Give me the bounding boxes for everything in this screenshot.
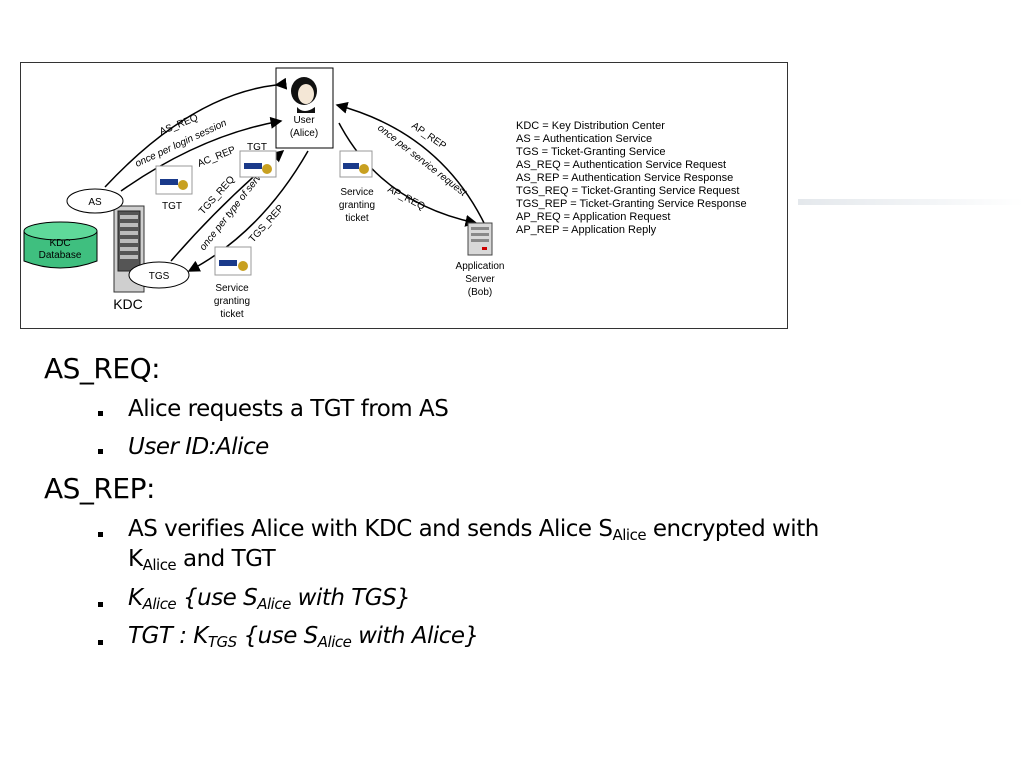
legend-item: KDC = Key Distribution Center	[516, 120, 665, 132]
kdc-database-label-2: Database	[39, 250, 82, 261]
arrow-as-req	[104, 77, 288, 188]
bullet-marker	[98, 602, 103, 607]
application-server-icon	[467, 222, 493, 256]
legend-item: AP_REQ = Application Request	[516, 211, 670, 223]
subscript: Alice	[317, 633, 352, 651]
arrow-as-rep	[120, 116, 283, 192]
legend-item: AS_REQ = Authentication Service Request	[516, 159, 726, 171]
subscript: Alice	[142, 595, 177, 613]
arrow-tgs-rep	[187, 150, 309, 272]
ticket-icon	[339, 150, 373, 178]
bullet-k-alice: KAlice {use SAlice with TGS}	[128, 585, 411, 613]
legend-item: TGS_REP = Ticket-Granting Service Respon…	[516, 198, 747, 210]
tgs-node: TGS	[128, 261, 190, 289]
app-server-label-3: (Bob)	[468, 287, 492, 298]
ticket-icon	[214, 246, 252, 276]
legend-item: AP_REP = Application Reply	[516, 224, 657, 236]
kdc-server-icon	[113, 205, 145, 293]
sgt-label-2-line2: granting	[214, 296, 250, 307]
bullet-marker	[98, 640, 103, 645]
app-server-label-1: Application	[456, 261, 505, 272]
text-segment: K	[128, 585, 143, 611]
subscript: TGS	[207, 633, 237, 651]
bullet-user-id: User ID:Alice	[128, 434, 269, 460]
decorative-divider	[798, 199, 1024, 205]
tgs-label: TGS	[149, 271, 170, 282]
user-label-line2: (Alice)	[290, 128, 318, 139]
ticket-icon	[155, 165, 193, 195]
kdc-label: KDC	[113, 296, 143, 312]
legend-item: TGS_REQ = Ticket-Granting Service Reques…	[516, 185, 739, 197]
app-server-label-2: Server	[465, 274, 495, 285]
as-node: AS	[66, 188, 124, 214]
sgt-label-1-line3: ticket	[345, 213, 369, 224]
legend-item: TGS = Ticket-Granting Service	[516, 146, 665, 158]
kerberos-diagram: User (Alice) KDC Database KDC AS	[20, 62, 788, 329]
sgt-label-1-line2: granting	[339, 200, 375, 211]
bullet-alice-requests: Alice requests a TGT from AS	[128, 396, 449, 422]
tgt-label-2: TGT	[247, 142, 267, 153]
bullet-marker	[98, 411, 103, 416]
legend-item: AS = Authentication Service	[516, 133, 652, 145]
legend-item: AS_REP = Authentication Service Response	[516, 172, 733, 184]
text-segment: with TGS}	[290, 585, 411, 611]
as-label: AS	[88, 197, 102, 208]
text-segment: TGT : K	[128, 623, 208, 649]
arrow-ap-req	[338, 122, 478, 227]
kdc-database-label-1: KDC	[49, 238, 70, 249]
text-segment: K	[128, 546, 143, 572]
ticket-icon	[239, 150, 277, 178]
subscript: Alice	[142, 556, 177, 574]
tgt-label-1: TGT	[162, 201, 182, 212]
bullet-marker	[98, 532, 103, 537]
subscript: Alice	[612, 526, 647, 544]
bullet-as-verifies: AS verifies Alice with KDC and sends Ali…	[128, 516, 819, 544]
heading-as-req: AS_REQ:	[44, 352, 161, 385]
kerberos-diagram-svg: User (Alice) KDC Database KDC AS	[23, 67, 747, 320]
sgt-label-2-line1: Service	[215, 283, 249, 294]
sgt-label-2-line3: ticket	[220, 309, 244, 320]
subscript: Alice	[257, 595, 291, 613]
sgt-label-1-line1: Service	[340, 187, 374, 198]
text-segment: encrypted with	[646, 516, 819, 542]
text-segment: {use S	[236, 623, 318, 649]
user-label-line1: User	[293, 115, 315, 126]
bullet-as-verifies-line2: KAlice and TGT	[128, 546, 276, 574]
text-segment: {use S	[176, 585, 258, 611]
text-segment: with Alice}	[351, 623, 479, 649]
user-face-icon	[291, 77, 317, 113]
bullet-marker	[98, 449, 103, 454]
legend: KDC = Key Distribution Center AS = Authe…	[516, 120, 747, 236]
text-segment: AS verifies Alice with KDC and sends Ali…	[128, 516, 613, 542]
bullet-tgt: TGT : KTGS {use SAlice with Alice}	[128, 623, 479, 651]
text-segment: and TGT	[176, 546, 276, 572]
arrow-ap-rep	[335, 101, 487, 228]
heading-as-rep: AS_REP:	[44, 472, 155, 505]
kdc-database-node: KDC Database	[23, 221, 98, 269]
